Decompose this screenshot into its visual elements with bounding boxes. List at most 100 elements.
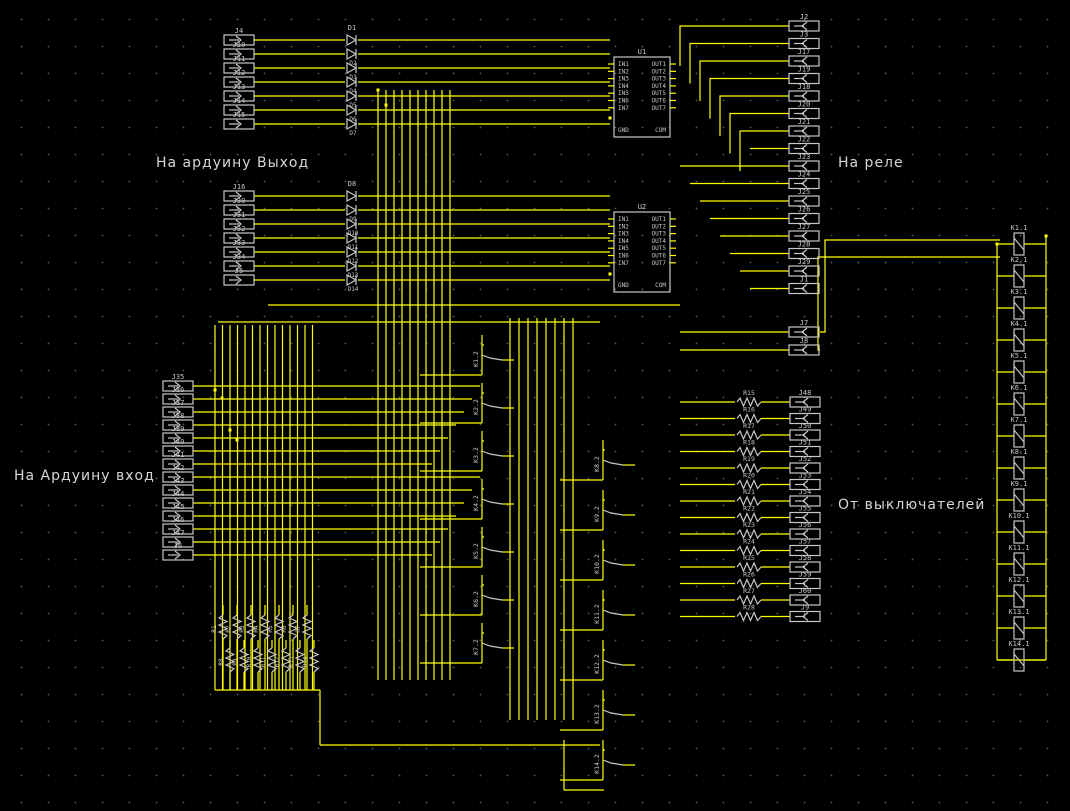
- connector-j12[interactable]: J12: [223, 69, 255, 88]
- connector-j17[interactable]: J17: [788, 48, 820, 67]
- diode-triangle-icon: [346, 117, 358, 131]
- connector-j22[interactable]: J22: [788, 136, 820, 155]
- connector-j25[interactable]: J25: [788, 188, 820, 207]
- connector-j30[interactable]: J30: [223, 197, 255, 216]
- connector-body: [162, 536, 194, 548]
- connector-body: [788, 177, 820, 190]
- connector-j38[interactable]: J38: [162, 412, 194, 431]
- connector-j18[interactable]: J18: [788, 83, 820, 102]
- connector-j3[interactable]: J3: [788, 31, 820, 50]
- connector-j60[interactable]: J60: [789, 587, 821, 606]
- connector-j26[interactable]: J26: [788, 206, 820, 225]
- connector-j33[interactable]: J33: [223, 239, 255, 258]
- connector-body: [223, 232, 255, 244]
- connector-j29[interactable]: J29: [788, 258, 820, 277]
- relay-coil-body: [1013, 520, 1025, 544]
- resistor-label: R22: [743, 505, 755, 513]
- connector-j23[interactable]: J23: [788, 153, 820, 172]
- connector-j6[interactable]: J6: [162, 542, 194, 561]
- connector-body: [788, 195, 820, 207]
- relay-coil-body: [1013, 488, 1025, 512]
- connector-j35[interactable]: J35: [162, 373, 194, 392]
- connector-j41[interactable]: J41: [162, 451, 194, 470]
- relay-contact: K6.2: [472, 584, 514, 607]
- connector-arrow-icon: [174, 485, 181, 495]
- connector-label: J18: [798, 83, 811, 91]
- connector-j48[interactable]: J48: [789, 389, 821, 408]
- connector-j47[interactable]: J47: [162, 529, 194, 548]
- chip-pin-label: OUT4: [652, 238, 667, 245]
- connector-j8[interactable]: J8: [788, 337, 820, 356]
- connector-j34[interactable]: J34: [223, 253, 255, 272]
- connector-j45[interactable]: J45: [162, 503, 194, 522]
- connector-j1[interactable]: J1: [788, 276, 820, 295]
- connector-j39[interactable]: J39: [162, 425, 194, 444]
- contact-blade: [481, 546, 503, 553]
- connector-j42[interactable]: J42: [162, 464, 194, 483]
- chip-pin-label: COM: [655, 282, 666, 289]
- connector-j40[interactable]: J40: [162, 438, 194, 457]
- label-arduino-input: На Ардуину вход: [14, 468, 155, 484]
- connector-j50[interactable]: J50: [789, 422, 821, 441]
- connector-j58[interactable]: J58: [789, 554, 821, 573]
- connector-j59[interactable]: J59: [789, 571, 821, 590]
- wire: [719, 95, 789, 136]
- connector-j15[interactable]: J15: [223, 111, 255, 130]
- connector-j27[interactable]: J27: [788, 223, 820, 242]
- connector-j43[interactable]: J43: [162, 477, 194, 496]
- connector-j46[interactable]: J46: [162, 516, 194, 535]
- connector-j44[interactable]: J44: [162, 490, 194, 509]
- relay-contact-label: K1.2: [472, 351, 480, 367]
- chip-pin-label: IN7: [618, 105, 629, 112]
- connector-j56[interactable]: J56: [789, 521, 821, 540]
- connector-body: [789, 544, 821, 557]
- connector-j11[interactable]: J11: [223, 55, 255, 74]
- relay-coil-label: K8.1: [1011, 448, 1028, 456]
- relay-contact: K4.2: [472, 488, 514, 511]
- connector-j49[interactable]: J49: [789, 406, 821, 425]
- connector-j14[interactable]: J14: [223, 97, 255, 116]
- connector-arrow-icon: [235, 105, 242, 115]
- connector-j2[interactable]: J2: [788, 13, 820, 32]
- connector-j31[interactable]: J31: [223, 211, 255, 230]
- connector-body: [162, 445, 194, 457]
- connector-j55[interactable]: J55: [789, 505, 821, 524]
- connector-label: J21: [798, 118, 811, 126]
- connector-j7[interactable]: J7: [788, 319, 820, 338]
- connector-body: [162, 497, 194, 509]
- contact-blade: [481, 354, 503, 361]
- connector-j36[interactable]: J36: [162, 386, 194, 405]
- connector-j9[interactable]: J9: [789, 604, 821, 623]
- connector-label: J32: [233, 225, 246, 233]
- connector-j19[interactable]: J19: [788, 66, 820, 85]
- relay-coil-label: K6.1: [1011, 384, 1028, 392]
- connector-j53[interactable]: J53: [789, 472, 821, 491]
- connector-j16[interactable]: J16: [223, 183, 255, 202]
- relay-coil-body: [1013, 424, 1025, 448]
- junction-dot: [608, 116, 612, 120]
- connector-label: J27: [798, 223, 811, 231]
- connector-j32[interactable]: J32: [223, 225, 255, 244]
- diode: D3: [346, 61, 358, 81]
- connector-j4[interactable]: J4: [223, 27, 255, 46]
- connector-j24[interactable]: J24: [788, 171, 820, 190]
- connector-body: [788, 265, 820, 277]
- junction-dot: [213, 388, 217, 392]
- connector-j28[interactable]: J28: [788, 241, 820, 260]
- connector-j20[interactable]: J20: [788, 101, 820, 120]
- connector-j10[interactable]: J10: [223, 41, 255, 60]
- diode: D5: [346, 89, 358, 109]
- resistor: R28: [736, 604, 762, 622]
- connector-j51[interactable]: J51: [789, 439, 821, 458]
- connector-body: [789, 511, 821, 524]
- connector-j13[interactable]: J13: [223, 83, 255, 102]
- connector-j37[interactable]: J37: [162, 399, 194, 418]
- connector-j21[interactable]: J21: [788, 118, 820, 137]
- connector-j57[interactable]: J57: [789, 538, 821, 557]
- connector-j54[interactable]: J54: [789, 488, 821, 507]
- connector-j5[interactable]: J5: [223, 267, 255, 286]
- connector-j52[interactable]: J52: [789, 455, 821, 474]
- connector-body: [162, 432, 194, 444]
